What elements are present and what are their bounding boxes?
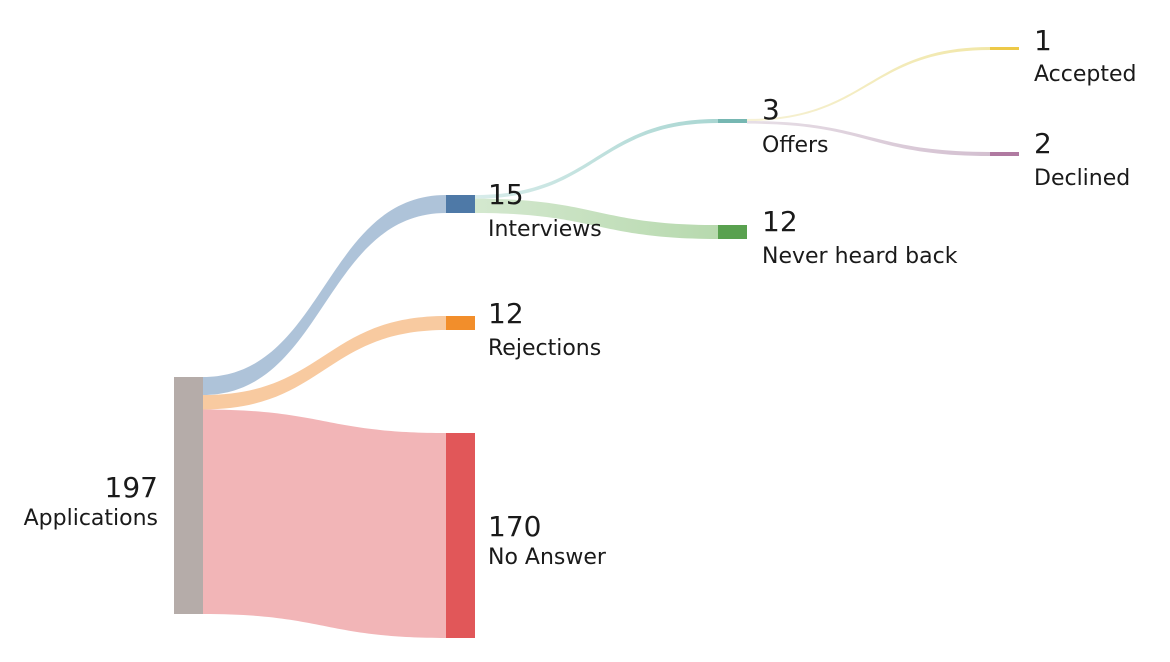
node-bar-no-answer (446, 433, 475, 638)
link-offers-to-accepted (747, 47, 990, 121)
links-layer (203, 47, 990, 638)
node-label-no-answer: No Answer (488, 545, 606, 570)
link-applications-to-rejections (203, 316, 446, 410)
node-bar-interviews (446, 195, 475, 213)
node-label-accepted: Accepted (1034, 62, 1137, 87)
node-value-rejections: 12 (488, 297, 524, 330)
node-value-never-heard-back: 12 (762, 205, 798, 238)
node-label-declined: Declined (1034, 166, 1131, 191)
link-applications-to-interviews (203, 195, 446, 396)
link-applications-to-no_answer (203, 409, 446, 638)
node-bar-accepted (990, 47, 1019, 50)
node-bar-applications (174, 377, 203, 614)
node-value-no-answer: 170 (488, 510, 542, 543)
nodes-layer (174, 47, 1019, 638)
node-label-never-heard-back: Never heard back (762, 244, 958, 269)
node-value-interviews: 15 (488, 178, 524, 211)
node-value-offers: 3 (762, 93, 780, 126)
node-bar-declined (990, 152, 1019, 156)
node-label-applications: Applications (23, 506, 158, 531)
node-label-interviews: Interviews (488, 217, 602, 242)
node-value-declined: 2 (1034, 127, 1052, 160)
link-offers-to-declined (747, 121, 990, 156)
node-label-offers: Offers (762, 133, 829, 158)
link-interviews-to-offers (475, 119, 718, 199)
node-bar-offers (718, 119, 747, 123)
node-bar-never-heard (718, 225, 747, 239)
node-label-rejections: Rejections (488, 336, 602, 361)
node-value-applications: 197 (104, 471, 158, 504)
node-value-accepted: 1 (1034, 24, 1052, 57)
node-bar-rejections (446, 316, 475, 330)
link-interviews-to-never_heard (475, 198, 718, 239)
